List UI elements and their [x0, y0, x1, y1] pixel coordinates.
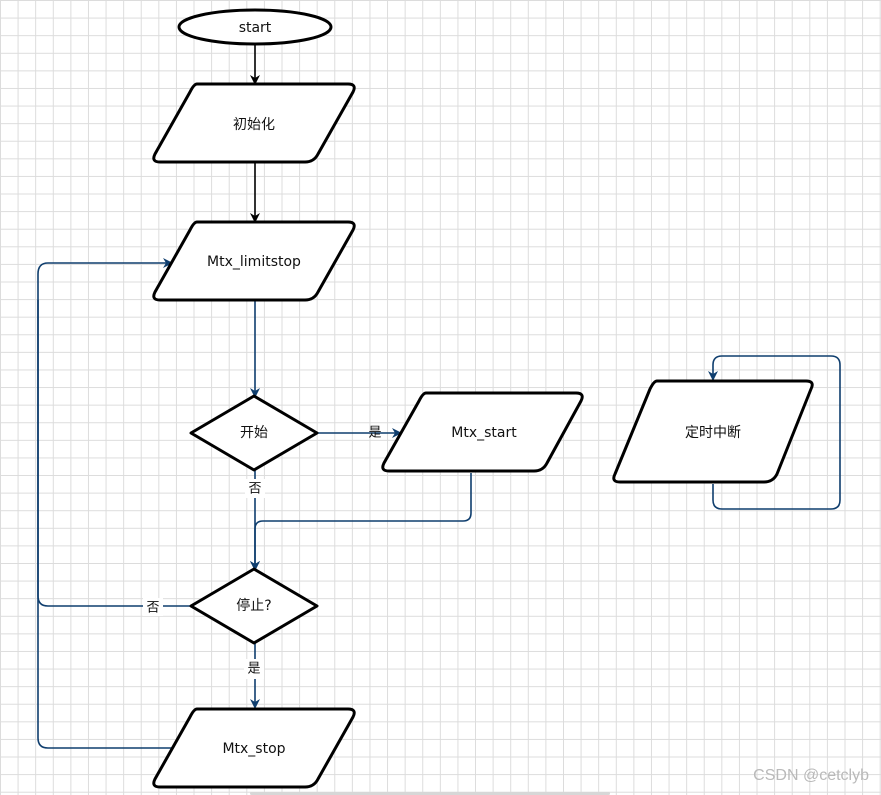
edge-label-stop-yes: 是 — [247, 662, 260, 677]
node-timer-isr[interactable]: 定时中断 — [612, 379, 814, 484]
node-init[interactable]: 初始化 — [152, 82, 356, 164]
edge-label-bg — [143, 598, 163, 616]
watermark: CSDN @cetclyb — [753, 767, 869, 784]
node-mtx-stop[interactable]: Mtx_stop — [152, 707, 356, 789]
node-timer-isr-label: 定时中断 — [685, 425, 741, 441]
node-mtx-start-label: Mtx_start — [451, 425, 517, 441]
node-limitstop[interactable]: Mtx_limitstop — [152, 220, 356, 302]
node-init-label: 初始化 — [233, 116, 275, 133]
edge-label-bg — [245, 479, 265, 498]
edge-label-bg — [244, 659, 264, 679]
edge-stop-no-to-limitstop — [37, 258, 190, 607]
horizontal-scrollbar[interactable] — [250, 792, 610, 795]
node-stop-decision[interactable]: 停止? — [189, 567, 319, 645]
node-start-label: start — [239, 20, 272, 36]
edge-label-begin-no: 否 — [248, 482, 261, 497]
node-begin-decision[interactable]: 开始 — [189, 394, 319, 472]
node-mtx-start[interactable]: Mtx_start — [381, 391, 584, 473]
node-start[interactable]: start — [177, 8, 333, 46]
node-mtx-stop-label: Mtx_stop — [222, 741, 285, 757]
node-begin-label: 开始 — [240, 425, 268, 441]
node-limitstop-label: Mtx_limitstop — [207, 254, 301, 270]
edge-label-begin-yes: 是 — [368, 426, 381, 441]
edge-label-stop-no: 否 — [146, 601, 159, 616]
edge-mtx-stop-to-limitstop — [37, 300, 172, 749]
edge-timer-loop — [708, 355, 841, 510]
node-stop-label: 停止? — [236, 597, 271, 614]
edge-mtx-start-to-stop — [250, 473, 472, 571]
